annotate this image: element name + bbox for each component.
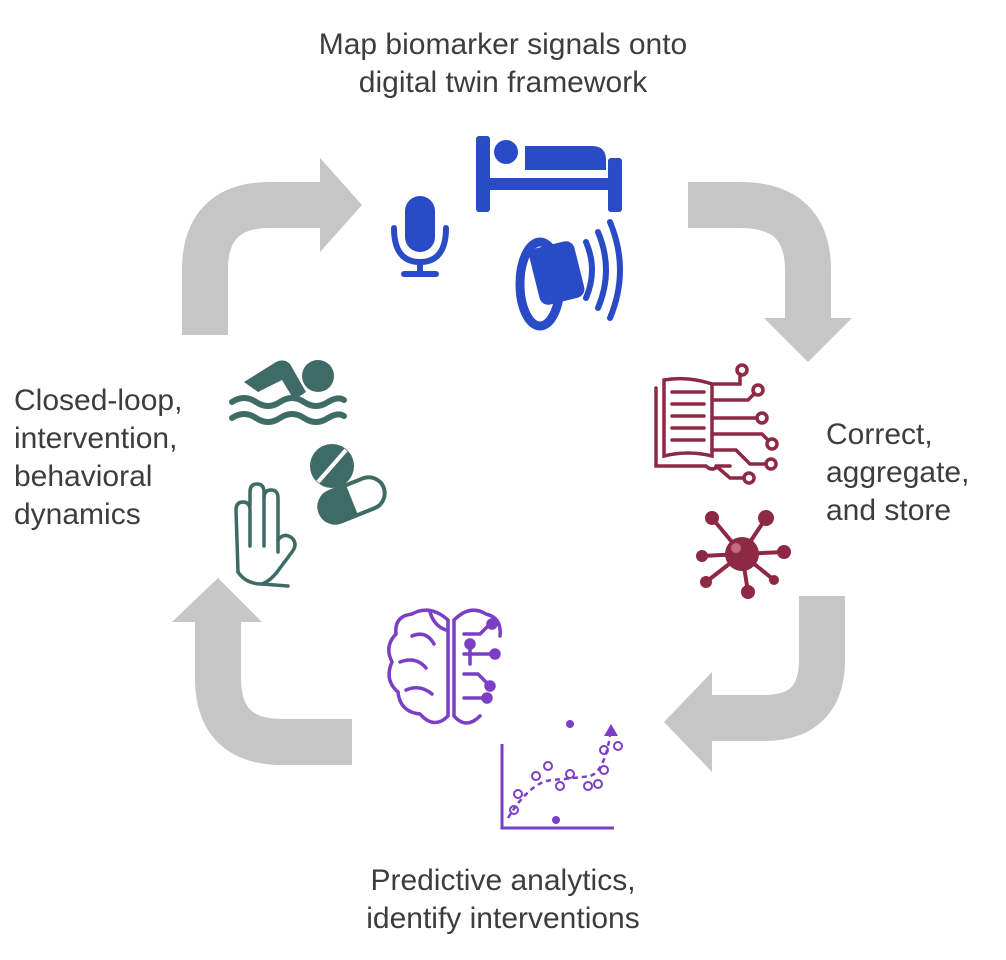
arrowhead-top: [320, 158, 362, 252]
label-right-line-2: aggregate,: [826, 456, 970, 489]
microphone-icon: [391, 196, 449, 277]
arrowhead-left: [172, 578, 262, 622]
arrow-bottom-to-left: [195, 622, 352, 765]
label-left-line-2: intervention,: [14, 422, 178, 455]
brain-circuit-icon: [387, 608, 502, 725]
arrowhead-bottom: [664, 672, 712, 772]
label-top-line-2: digital twin framework: [358, 66, 648, 99]
label-bottom-line-2: identify interventions: [366, 902, 640, 935]
smartwatch-signal-icon: [515, 219, 623, 331]
label-top: Map biomarker signals onto digital twin …: [0, 26, 1006, 102]
scatter-trend-icon: [500, 720, 623, 830]
label-top-line-1: Map biomarker signals onto: [318, 28, 688, 61]
label-bottom: Predictive analytics, identify intervent…: [0, 862, 1006, 938]
label-right: Correct, aggregate, and store: [826, 416, 969, 530]
arrow-right-to-bottom: [712, 596, 845, 741]
label-right-line-3: and store: [826, 494, 952, 527]
label-left: Closed-loop, intervention, behavioral dy…: [14, 382, 182, 534]
network-hub-icon: [696, 510, 791, 599]
swimmer-icon: [229, 360, 347, 425]
arrowhead-right: [764, 318, 852, 362]
bed-icon: [476, 136, 622, 212]
digital-book-circuit-icon: [654, 363, 779, 485]
label-bottom-line-1: Predictive analytics,: [370, 864, 636, 897]
label-right-line-1: Correct,: [826, 418, 933, 451]
label-left-line-1: Closed-loop,: [14, 384, 183, 417]
raised-hand-icon: [234, 482, 297, 588]
label-left-line-3: behavioral: [14, 460, 153, 493]
arrow-left-to-top: [182, 182, 322, 335]
label-left-line-4: dynamics: [14, 498, 141, 531]
pills-icon: [310, 444, 387, 525]
arrow-top-to-right: [688, 182, 831, 318]
